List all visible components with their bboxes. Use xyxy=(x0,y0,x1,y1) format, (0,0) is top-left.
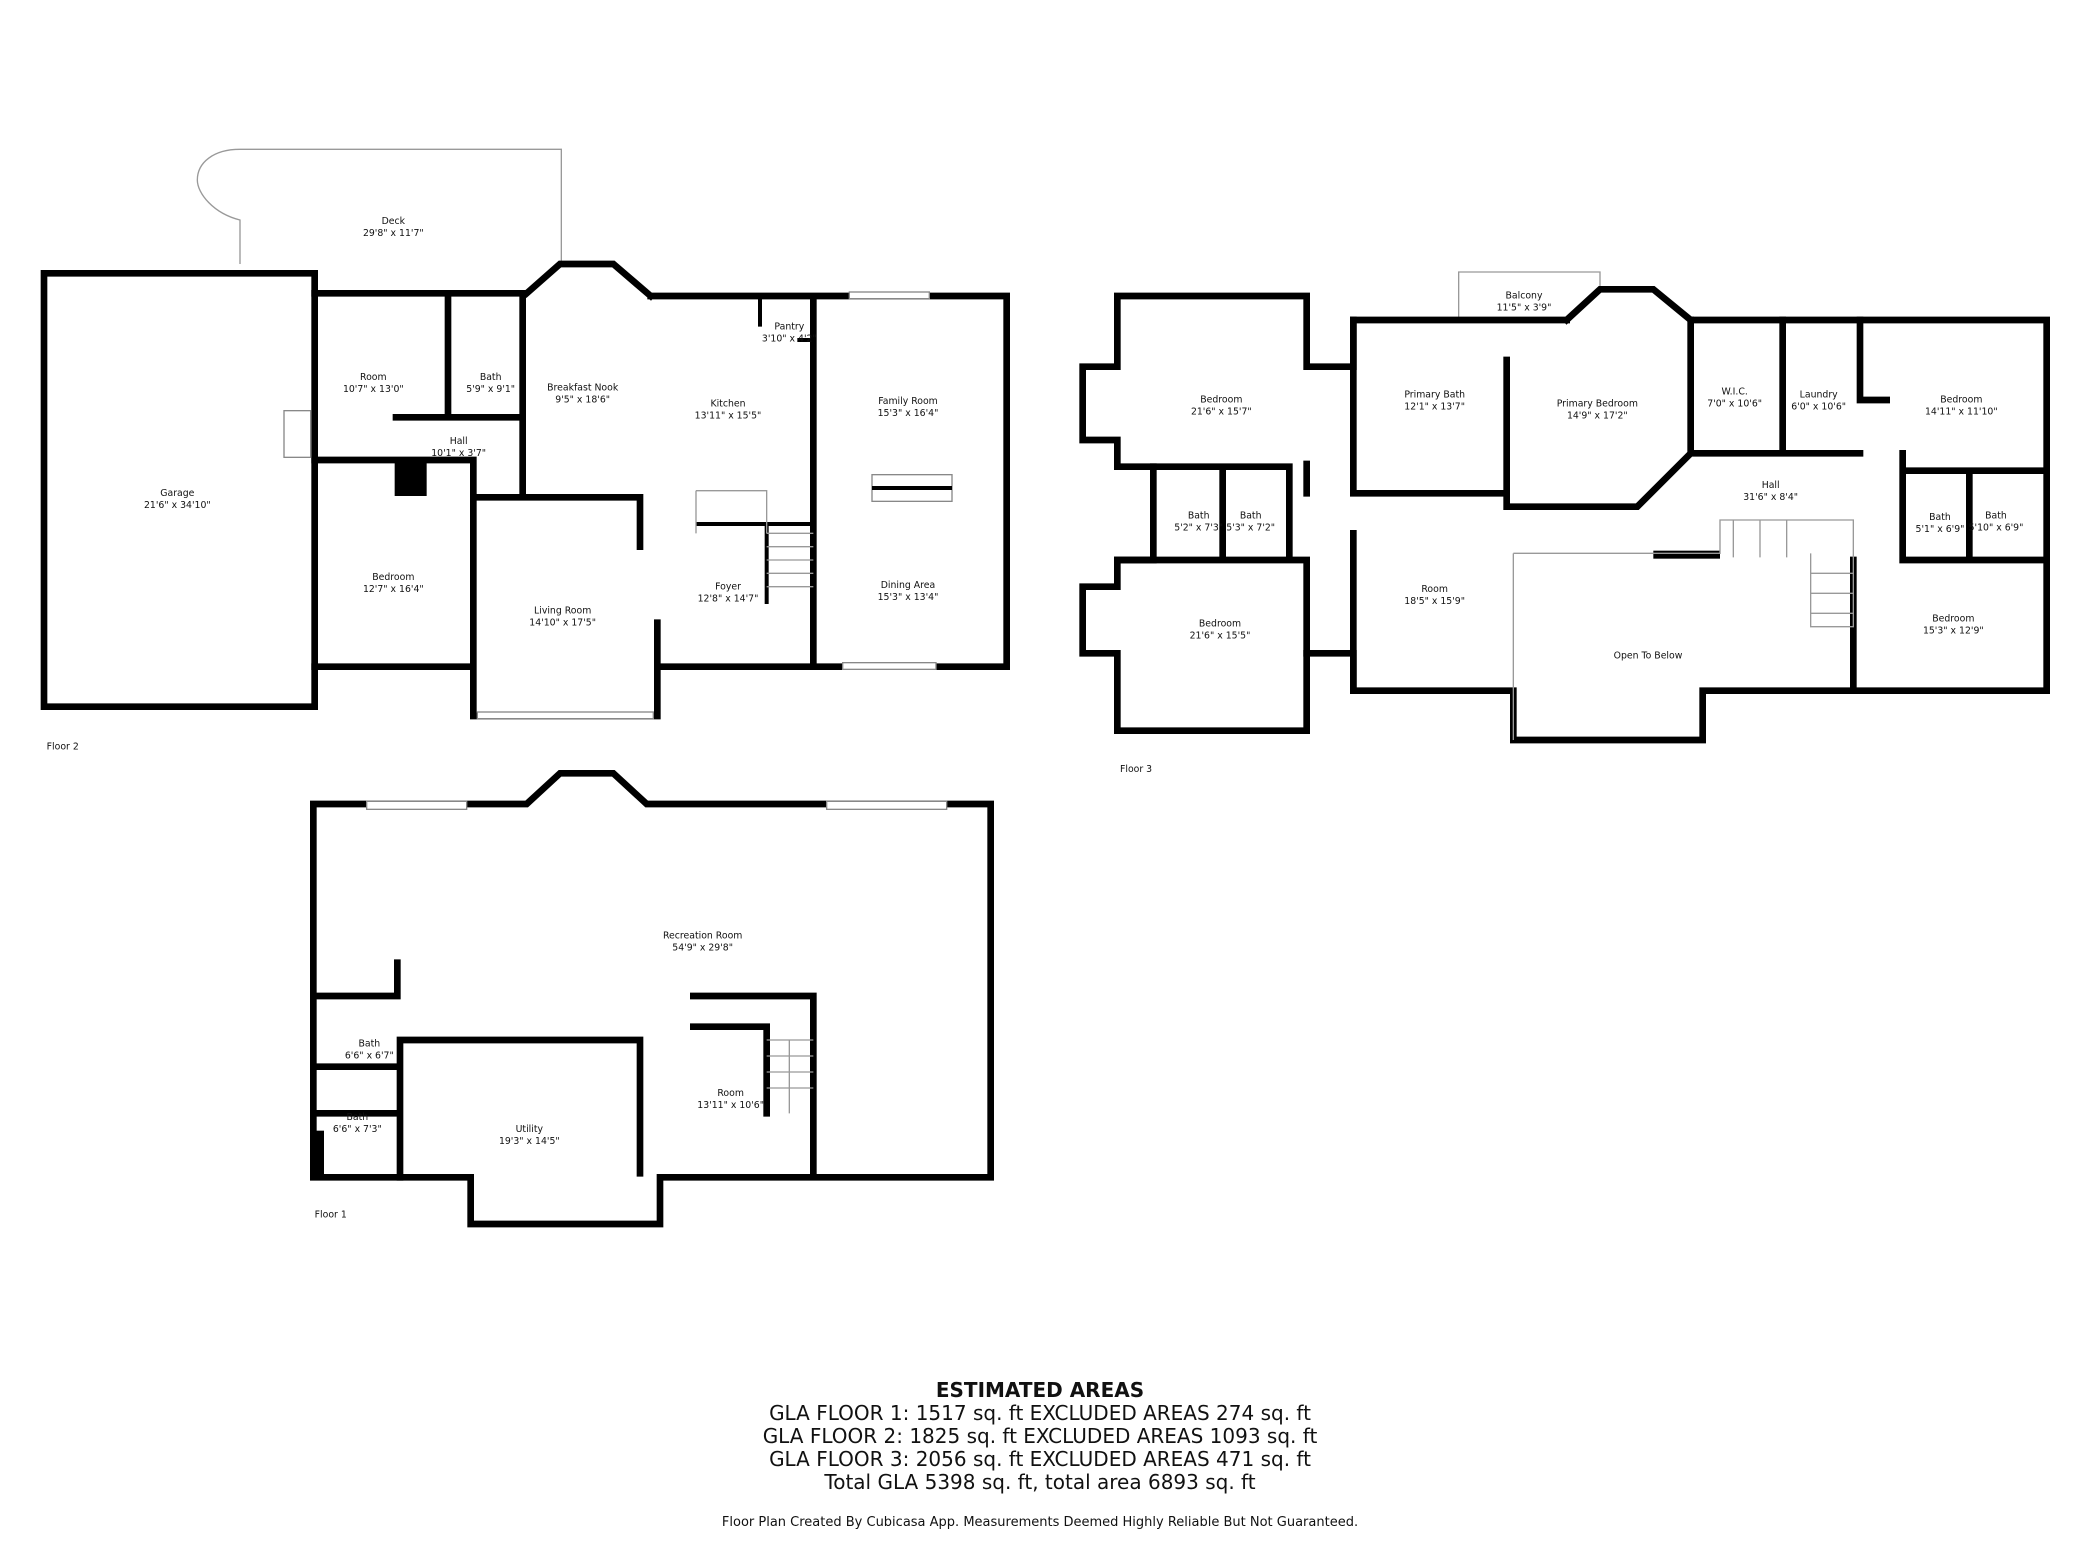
room-dimension: 6'6" x 7'3" xyxy=(333,1124,382,1135)
room-dimension: 14'11" x 11'10" xyxy=(1925,407,1998,418)
room-dimension: 21'6" x 15'5" xyxy=(1190,631,1251,642)
room-dimension: 5'2" x 7'3" xyxy=(1174,523,1223,534)
room-dimension: 15'3" x 13'4" xyxy=(878,592,939,603)
room-label: Primary Bedroom xyxy=(1557,399,1638,410)
room-dimension: 5'9" x 9'1" xyxy=(466,384,515,395)
room-label: Garage xyxy=(160,488,194,499)
room-dimension: 5'3" x 7'2" xyxy=(1226,523,1275,534)
summary-line: GLA FLOOR 3: 2056 sq. ft EXCLUDED AREAS … xyxy=(769,1447,1311,1471)
room-dimension: 31'6" x 8'4" xyxy=(1743,492,1798,503)
room-dimension: 9'5" x 18'6" xyxy=(555,395,610,406)
room-dimension: 12'7" x 16'4" xyxy=(363,584,424,595)
room-label: Bath xyxy=(1188,511,1210,522)
room-label: Bedroom xyxy=(1940,395,1982,406)
room-dimension: 11'5" x 3'9" xyxy=(1497,303,1552,314)
floor-label: Floor 3 xyxy=(1120,764,1152,775)
room-label: Bedroom xyxy=(1200,395,1242,406)
room-dimension: 15'3" x 16'4" xyxy=(878,408,939,419)
room-label: Dining Area xyxy=(881,580,936,591)
room-dimension: 12'8" x 14'7" xyxy=(698,593,759,604)
room-label: Bedroom xyxy=(1199,619,1241,630)
room-label: Family Room xyxy=(878,396,938,407)
room-label: Bath xyxy=(480,372,502,383)
room-dimension: 3'10" x 4'2" xyxy=(762,333,817,344)
floor-1-plan: Recreation Room 54'9" x 29'8" Bath 6'6" … xyxy=(310,770,994,1228)
room-label: W.I.C. xyxy=(1722,387,1748,398)
room-label: Recreation Room xyxy=(663,931,742,942)
room-dimension: 5'1" x 6'9" xyxy=(1916,524,1965,535)
room-label: Bath xyxy=(1985,511,2007,522)
room-label: Breakfast Nook xyxy=(547,383,619,394)
floor-label: Floor 1 xyxy=(315,1209,347,1220)
room-label: Hall xyxy=(450,436,468,447)
floor-label: Floor 2 xyxy=(47,741,79,752)
room-dimension: 19'3" x 14'5" xyxy=(499,1136,560,1147)
room-dimension: 21'6" x 34'10" xyxy=(144,500,211,511)
room-dimension: 10'7" x 13'0" xyxy=(343,384,404,395)
room-label: Balcony xyxy=(1506,291,1543,302)
room-label: Primary Bath xyxy=(1404,389,1465,400)
room-dimension: 14'9" x 17'2" xyxy=(1567,411,1628,422)
room-label: Living Room xyxy=(534,605,591,616)
room-dimension: 21'6" x 15'7" xyxy=(1191,407,1252,418)
room-label: Laundry xyxy=(1800,389,1838,400)
room-label: Hall xyxy=(1762,480,1780,491)
room-dimension: 13'11" x 10'6" xyxy=(697,1100,764,1111)
room-label: Bath xyxy=(358,1039,380,1050)
room-dimension: 6'0" x 10'6" xyxy=(1791,401,1846,412)
room-label: Bedroom xyxy=(372,572,414,583)
room-label: Room xyxy=(717,1088,744,1099)
summary-title: ESTIMATED AREAS xyxy=(935,1378,1145,1402)
room-label: Pantry xyxy=(774,321,804,332)
room-dimension: 29'8" x 11'7" xyxy=(363,228,424,239)
room-label: Room xyxy=(360,372,387,383)
room-label: Bedroom xyxy=(1932,613,1974,624)
summary-line: Total GLA 5398 sq. ft, total area 6893 s… xyxy=(824,1470,1256,1494)
summary-line: GLA FLOOR 1: 1517 sq. ft EXCLUDED AREAS … xyxy=(769,1401,1311,1425)
room-label: Deck xyxy=(382,216,406,227)
room-dimension: 54'9" x 29'8" xyxy=(672,943,733,954)
estimated-areas-summary: ESTIMATED AREAS GLA FLOOR 1: 1517 sq. ft… xyxy=(0,1378,2080,1494)
room-dimension: 15'3" x 12'9" xyxy=(1923,625,1984,636)
room-dimension: 5'10" x 6'9" xyxy=(1969,523,2024,534)
room-dimension: 10'1" x 3'7" xyxy=(431,448,486,459)
floor-3-plan: Balcony 11'5" x 3'9" Bedroom 21'6" x 15'… xyxy=(1079,271,2050,775)
disclaimer-footer: Floor Plan Created By Cubicasa App. Meas… xyxy=(721,1515,1359,1530)
room-dimension: 13'11" x 15'5" xyxy=(695,411,762,422)
room-label: Foyer xyxy=(715,581,741,592)
room-label: Bath xyxy=(1929,512,1951,523)
room-label: Utility xyxy=(516,1124,544,1135)
room-label: Bath xyxy=(1240,511,1262,522)
summary-line: GLA FLOOR 2: 1825 sq. ft EXCLUDED AREAS … xyxy=(762,1424,1318,1448)
room-label: Room xyxy=(1421,584,1448,595)
room-dimension: 18'5" x 15'9" xyxy=(1404,596,1465,607)
room-label: Kitchen xyxy=(710,399,745,410)
room-dimension: 6'6" x 6'7" xyxy=(345,1051,394,1062)
room-label: Open To Below xyxy=(1614,651,1683,662)
room-dimension: 14'10" x 17'5" xyxy=(529,617,596,628)
room-dimension: 12'1" x 13'7" xyxy=(1404,401,1465,412)
room-dimension: 7'0" x 10'6" xyxy=(1707,399,1762,410)
floor-2-plan: Deck 29'8" x 11'7" Garage 21'6" x 34'10"… xyxy=(40,148,1010,752)
room-label: Bath xyxy=(346,1112,368,1123)
